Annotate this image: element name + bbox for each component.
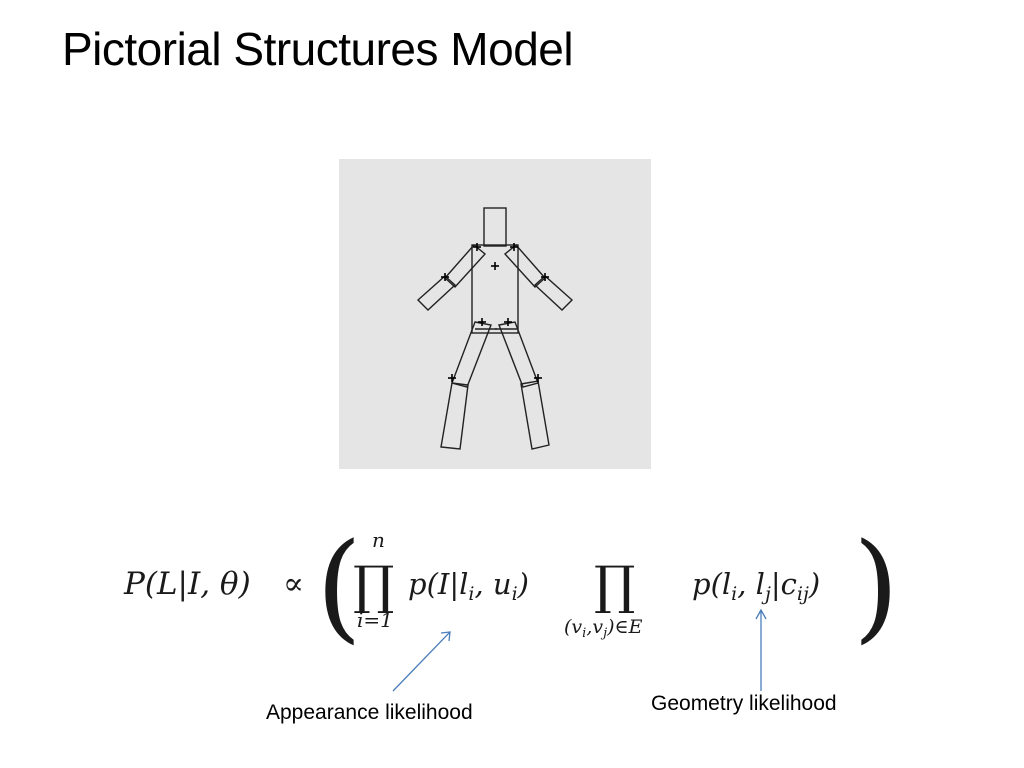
body-model-figure [339, 159, 651, 469]
left-shin-part [440, 382, 469, 450]
product2-lower: (vi,vj)∈E [564, 616, 643, 641]
joint-marker-right-hip [504, 318, 512, 326]
joint-marker-left-hip [478, 318, 486, 326]
right-shin-part [520, 380, 550, 450]
geometry-arrowhead [755, 608, 767, 620]
left-thigh-part [451, 321, 492, 388]
torso-part [471, 244, 519, 334]
right-upper-arm-part [503, 244, 546, 288]
appearance-arrowhead [440, 631, 451, 642]
proportional-symbol: ∝ [283, 566, 304, 602]
stick-figure-diagram [416, 207, 574, 450]
left-lower-arm-part [416, 275, 457, 311]
left-upper-arm-part [444, 244, 487, 288]
slide-title: Pictorial Structures Model [62, 23, 574, 75]
right-lower-arm-part [533, 275, 574, 311]
product1-symbol: ∏ [353, 556, 394, 616]
appearance-likelihood-label: Appearance likelihood [266, 701, 473, 724]
joint-marker-left-knee [448, 374, 456, 382]
appearance-arrow [392, 631, 451, 692]
joint-marker-torso-center [491, 262, 499, 270]
joint-marker-right-elbow [541, 273, 549, 281]
product1-lower: i=1 [357, 608, 393, 632]
joint-marker-neck-left [473, 243, 481, 251]
open-paren: ( [316, 517, 362, 650]
head-part [483, 207, 507, 247]
joint-marker-right-knee [534, 374, 542, 382]
geometry-term: p(li, lj|cij) [692, 567, 820, 605]
product2-symbol: ∏ [594, 556, 635, 616]
equation-lhs: P(L|I, θ) [123, 566, 251, 602]
product1-upper: n [372, 528, 385, 552]
joint-marker-neck-right [510, 243, 518, 251]
appearance-term: p(I|li, ui) [408, 567, 529, 605]
geometry-likelihood-label: Geometry likelihood [651, 692, 837, 715]
joint-marker-left-elbow [441, 273, 449, 281]
